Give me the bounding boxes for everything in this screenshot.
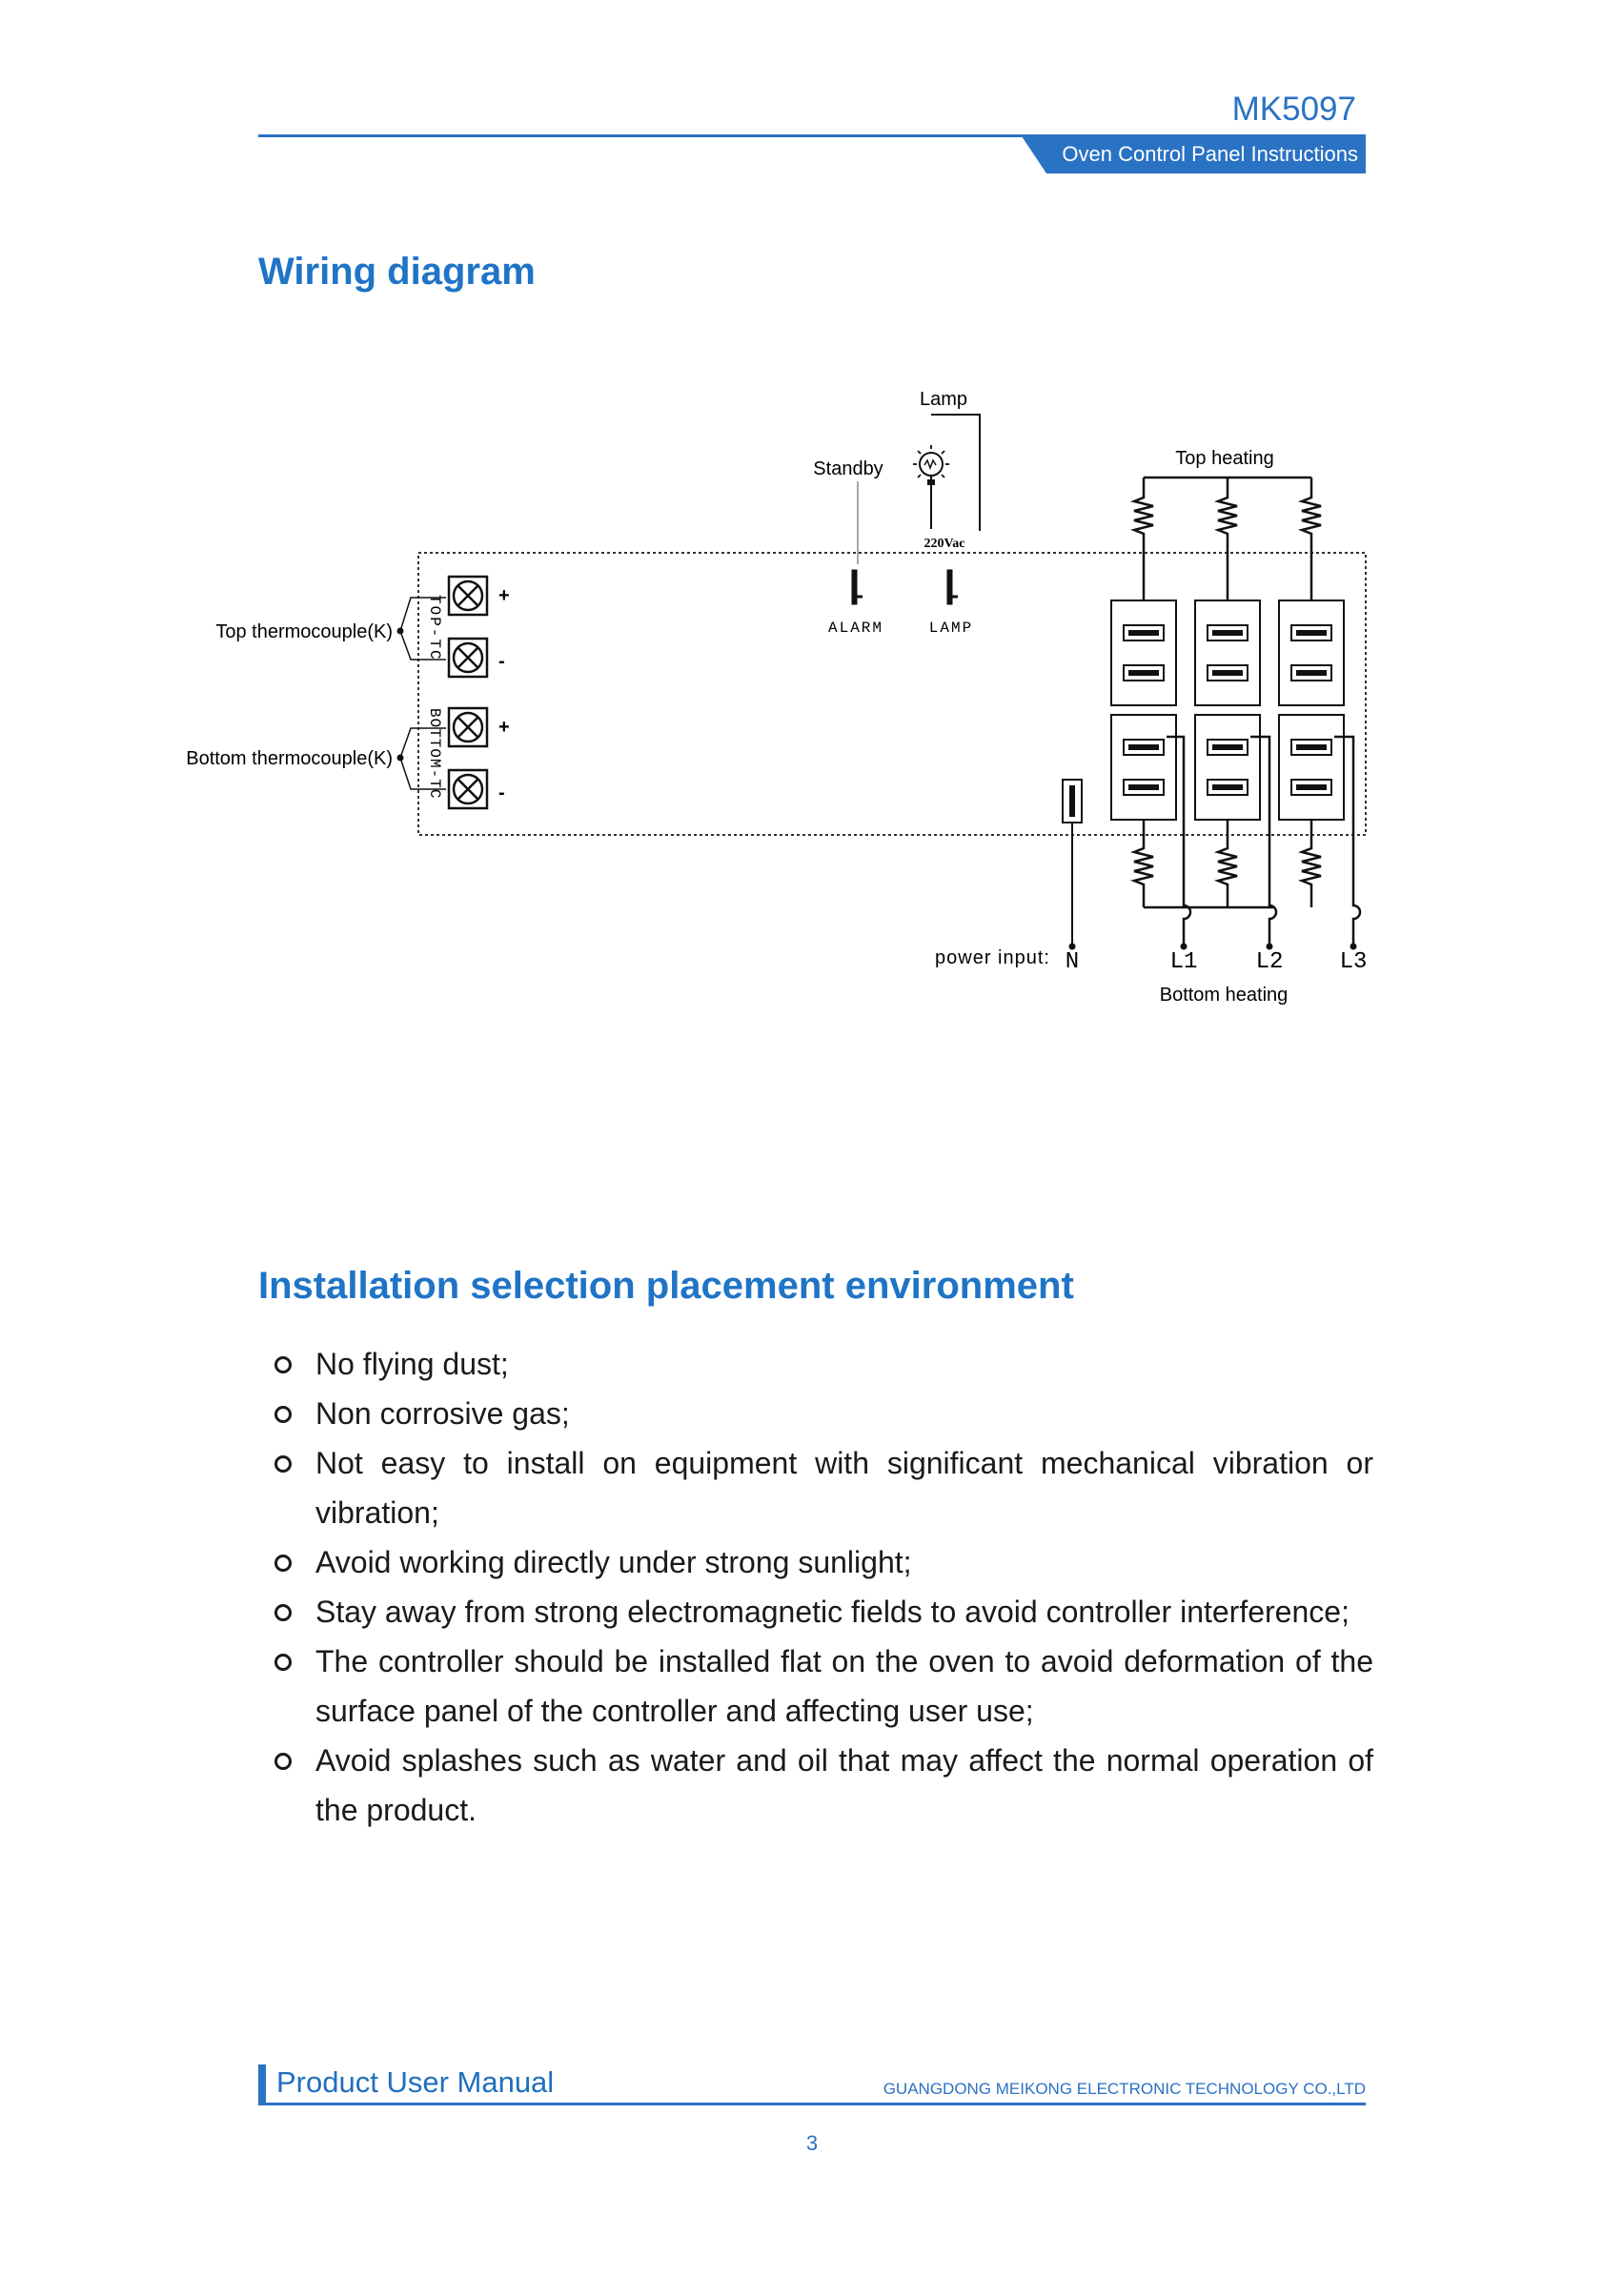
wiring-diagram: Lamp Standby 220Vac ALARM LAMP + - + - T…	[186, 389, 1368, 1006]
bottom-tc-minus-terminal-icon	[447, 768, 489, 810]
list-item: The controller should be installed flat …	[258, 1637, 1373, 1736]
top-heating-terminal-3-icon	[1278, 600, 1345, 706]
alarm-terminal-icon	[851, 569, 863, 605]
list-item-text: No flying dust;	[315, 1347, 509, 1381]
list-item: Stay away from strong electromagnetic fi…	[258, 1587, 1373, 1637]
lamp-label: Lamp	[920, 389, 967, 410]
bottom-tc-label: BOTTOM-TC	[426, 708, 443, 799]
top-tc-plus: +	[498, 585, 510, 606]
top-heating-terminal-2-icon	[1194, 600, 1261, 706]
bottom-heater-1-icon	[1129, 844, 1154, 889]
footer-rule	[258, 2103, 1366, 2105]
top-heating-terminal-1-icon	[1110, 600, 1177, 706]
list-item-text: Avoid working directly under strong sunl…	[315, 1545, 912, 1579]
bullet-icon	[274, 1753, 292, 1770]
lamp-terminal-icon	[946, 569, 958, 605]
controller-outline	[417, 552, 1367, 836]
wiring-diagram-heading: Wiring diagram	[258, 251, 536, 293]
header-rule	[258, 134, 1366, 137]
bottom-heating-terminal-1-icon	[1110, 714, 1177, 821]
lamp-wire	[931, 414, 981, 531]
l1-wire	[1167, 735, 1192, 947]
installation-list: No flying dust; Non corrosive gas; Not e…	[258, 1339, 1373, 1835]
standby-label: Standby	[813, 458, 883, 479]
l3-wire	[1334, 735, 1362, 947]
top-tc-plus-terminal-icon	[447, 575, 489, 617]
bottom-thermocouple-label: Bottom thermocouple(K)	[186, 748, 393, 769]
lamp-terminal-label: LAMP	[929, 620, 973, 637]
top-heater-3-icon	[1297, 493, 1322, 539]
bullet-icon	[274, 1455, 292, 1473]
top-heating-bus	[1142, 476, 1313, 493]
header-subtitle: Oven Control Panel Instructions	[1022, 136, 1366, 173]
bullet-icon	[274, 1654, 292, 1671]
footer-accent-bar	[258, 2064, 266, 2103]
neutral-label: N	[1066, 949, 1079, 975]
l2-wire	[1250, 735, 1278, 947]
list-item: No flying dust;	[258, 1339, 1373, 1389]
list-item: Avoid splashes such as water and oil tha…	[258, 1736, 1373, 1835]
bottom-tc-plus-terminal-icon	[447, 706, 489, 748]
top-heater-2-icon	[1213, 493, 1238, 539]
l3-label: L3	[1340, 949, 1368, 975]
model-number: MK5097	[1231, 91, 1356, 128]
bottom-thermocouple-lead	[399, 727, 446, 790]
list-item: Not easy to install on equipment with si…	[258, 1438, 1373, 1537]
voltage-label: 220Vac	[924, 537, 964, 551]
top-tc-label: TOP-TC	[426, 595, 443, 661]
company-name: GUANGDONG MEIKONG ELECTRONIC TECHNOLOGY …	[883, 2080, 1366, 2098]
list-item: Avoid working directly under strong sunl…	[258, 1537, 1373, 1587]
power-input-label: power input:	[935, 947, 1050, 968]
top-tc-minus: -	[498, 651, 505, 672]
list-item-text: Not easy to install on equipment with si…	[315, 1446, 1373, 1530]
bottom-tc-plus: +	[498, 717, 510, 738]
bottom-heating-label: Bottom heating	[1160, 985, 1289, 1006]
installation-heading: Installation selection placement environ…	[258, 1265, 1074, 1307]
top-thermocouple-lead	[399, 597, 446, 661]
bullet-icon	[274, 1555, 292, 1572]
bottom-heater-2-icon	[1213, 844, 1238, 889]
bullet-icon	[274, 1356, 292, 1373]
top-heater-1-icon	[1129, 493, 1154, 539]
page-number: 3	[805, 2131, 819, 2155]
bottom-heating-terminal-2-icon	[1194, 714, 1261, 821]
bottom-heater-3-icon	[1297, 844, 1322, 889]
list-item-text: Non corrosive gas;	[315, 1396, 570, 1431]
list-item-text: Stay away from strong electromagnetic fi…	[315, 1595, 1350, 1629]
list-item-text: The controller should be installed flat …	[315, 1644, 1373, 1728]
bullet-icon	[274, 1604, 292, 1621]
alarm-label: ALARM	[828, 620, 883, 637]
bottom-heating-terminal-3-icon	[1278, 714, 1345, 821]
top-heating-label: Top heating	[1175, 448, 1273, 469]
top-tc-minus-terminal-icon	[447, 637, 489, 679]
top-thermocouple-label: Top thermocouple(K)	[215, 621, 393, 642]
bullet-icon	[274, 1406, 292, 1423]
bottom-tc-minus: -	[498, 783, 505, 803]
footer-title: Product User Manual	[276, 2065, 555, 2099]
list-item-text: Avoid splashes such as water and oil tha…	[315, 1743, 1373, 1827]
l2-label: L2	[1256, 949, 1284, 975]
list-item: Non corrosive gas;	[258, 1389, 1373, 1438]
l1-label: L1	[1170, 949, 1198, 975]
